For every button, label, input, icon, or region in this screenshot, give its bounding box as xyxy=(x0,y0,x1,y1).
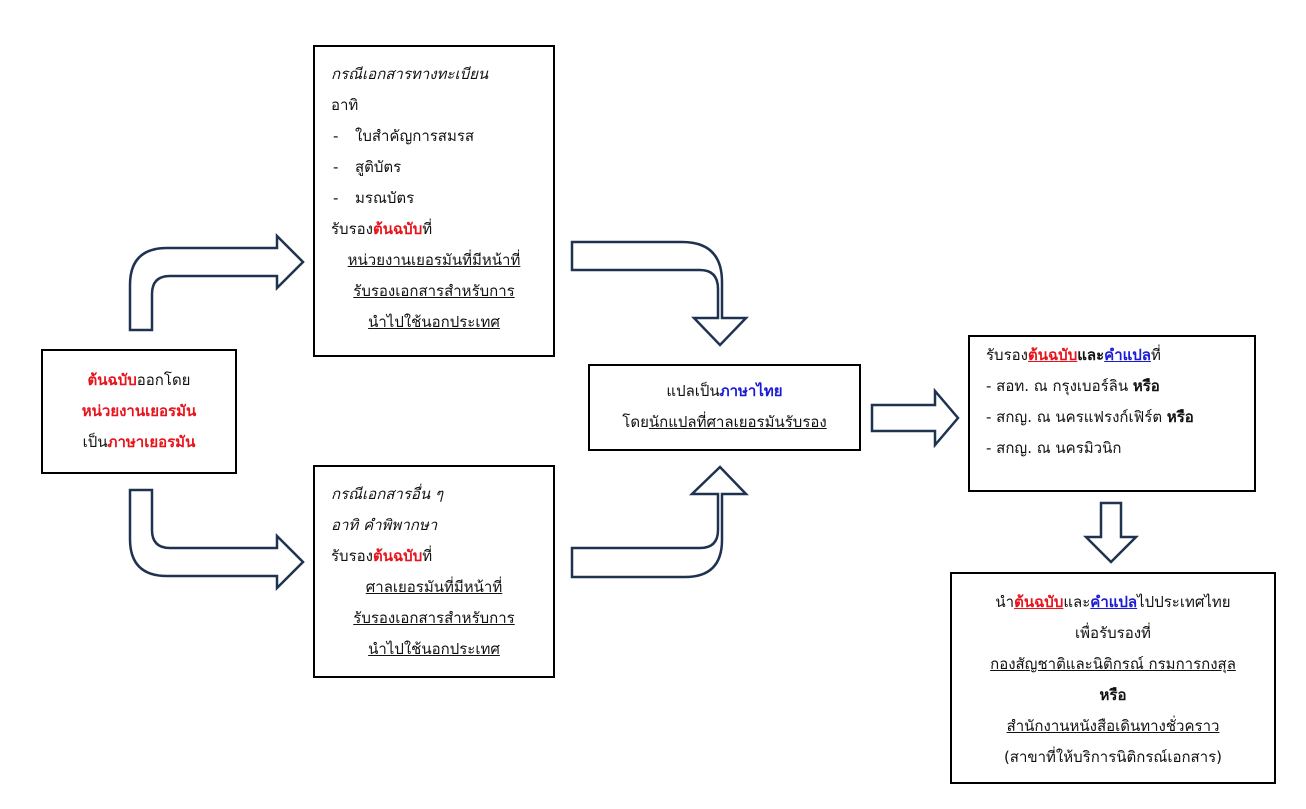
registry-authority-line: หน่วยงานเยอรมันที่มีหน้าที่ xyxy=(347,251,521,269)
other-authority-line: ศาลเยอรมันที่มีหน้าที่ xyxy=(365,578,503,596)
other-title: กรณีเอกสารอื่น ๆ xyxy=(331,485,443,503)
certified-translator-text: นักแปลที่ศาลเยอรมันรับรอง xyxy=(648,413,827,431)
thailand-line-3: กองสัญชาติและนิติกรณ์ กรมการกงสุล xyxy=(990,655,1236,673)
german-agency-text: หน่วยงานเยอรมัน xyxy=(81,402,197,420)
embassy-item: - สกญ. ณ นครมิวนิก xyxy=(986,439,1122,457)
arrow-embassy-to-thailand xyxy=(1082,501,1140,564)
registry-item: -สูติบัตร xyxy=(333,158,402,176)
source-line-3: เป็นภาษาเยอรมัน xyxy=(82,433,196,451)
source-document-box: ต้นฉบับออกโดย หน่วยงานเยอรมัน เป็นภาษาเย… xyxy=(41,349,237,474)
embassy-certification-box: รับรองต้นฉบับและคำแปลที่ - สอท. ณ กรุงเบ… xyxy=(968,335,1256,492)
registry-certify: รับรองต้นฉบับที่ xyxy=(331,220,433,238)
other-example: อาทิ คำพิพากษา xyxy=(331,516,438,534)
arrow-source-to-other xyxy=(128,488,305,592)
source-line-2: หน่วยงานเยอรมัน xyxy=(43,396,235,427)
translation-box: แปลเป็นภาษาไทย โดยนักแปลที่ศาลเยอรมันรับ… xyxy=(588,364,861,451)
registry-authority-line: รับรองเอกสารสำหรับการ xyxy=(353,282,515,300)
original-red-text: ต้นฉบับ xyxy=(87,371,137,389)
thai-language-text: ภาษาไทย xyxy=(719,382,783,400)
thailand-line-6: (สาขาที่ให้บริการนิติกรณ์เอกสาร) xyxy=(1003,748,1223,766)
other-documents-box: กรณีเอกสารอื่น ๆ อาทิ คำพิพากษา รับรองต้… xyxy=(313,465,555,678)
other-authority-line: นำไปใช้นอกประเทศ xyxy=(368,640,500,658)
arrow-other-to-translate xyxy=(570,465,749,579)
arrow-translate-to-embassy xyxy=(870,387,960,449)
registry-intro: อาทิ xyxy=(331,96,359,114)
embassy-item: - สกญ. ณ นครแฟรงก์เฟิร์ต หรือ xyxy=(986,408,1194,426)
arrow-source-to-registry xyxy=(128,232,305,332)
registry-title: กรณีเอกสารทางทะเบียน xyxy=(331,65,489,83)
translate-line-1: แปลเป็นภาษาไทย xyxy=(666,382,783,400)
translate-line-2: โดยนักแปลที่ศาลเยอรมันรับรอง xyxy=(622,413,827,431)
german-language-text: ภาษาเยอรมัน xyxy=(107,433,196,451)
embassy-heading: รับรองต้นฉบับและคำแปลที่ xyxy=(986,346,1161,364)
source-line-1: ต้นฉบับออกโดย xyxy=(87,371,191,389)
other-authority-line: รับรองเอกสารสำหรับการ xyxy=(353,609,515,627)
thailand-line-4: หรือ xyxy=(1099,686,1127,704)
thailand-certification-box: นำต้นฉบับและคำแปลไปประเทศไทย เพื่อรับรอง… xyxy=(950,572,1276,784)
other-certify: รับรองต้นฉบับที่ xyxy=(331,547,433,565)
registry-item: -ใบสำคัญการสมรส xyxy=(333,127,475,145)
embassy-item: - สอท. ณ กรุงเบอร์ลิน หรือ xyxy=(986,377,1160,395)
thailand-line-2: เพื่อรับรองที่ xyxy=(1075,624,1151,642)
registry-item: -มรณบัตร xyxy=(333,189,415,207)
arrow-registry-to-translate xyxy=(570,240,749,347)
thailand-line-1: นำต้นฉบับและคำแปลไปประเทศไทย xyxy=(995,593,1231,611)
thailand-line-5: สำนักงานหนังสือเดินทางชั่วคราว xyxy=(1006,717,1220,735)
registry-authority-line: นำไปใช้นอกประเทศ xyxy=(368,313,500,331)
registry-documents-box: กรณีเอกสารทางทะเบียน อาทิ -ใบสำคัญการสมร… xyxy=(313,45,555,357)
